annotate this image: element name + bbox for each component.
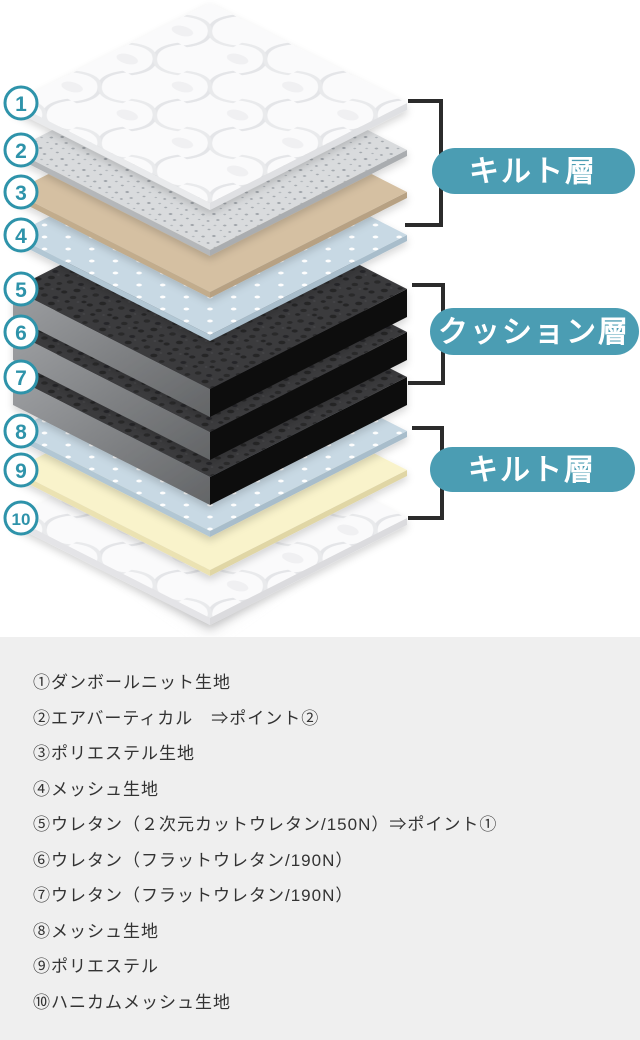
legend-item-10: ⑩ハニカムメッシュ生地 <box>33 992 231 1012</box>
layer-number-badges: 1 2 3 4 5 6 7 8 9 10 <box>3 85 39 536</box>
badge-3: 3 <box>15 182 27 205</box>
badge-10: 10 <box>12 510 31 529</box>
badge-8: 8 <box>15 421 27 444</box>
legend-item-4: ④メッシュ生地 <box>33 779 159 799</box>
group-label-quilt-top: キルト層 <box>432 148 635 194</box>
legend-item-5: ⑤ウレタン（２次元カットウレタン/150N）⇒ポイント① <box>33 815 498 835</box>
group-label-cushion-text: クッション層 <box>438 316 630 349</box>
badge-2: 2 <box>15 140 27 163</box>
badge-7: 7 <box>15 367 27 390</box>
badge-1: 1 <box>15 93 27 116</box>
legend-item-9: ⑨ポリエステル <box>33 957 159 977</box>
mattress-layers-diagram: キルト層 クッション層 キルト層 1 2 3 4 5 6 7 8 9 10 <box>3 3 639 632</box>
badge-6: 6 <box>15 322 27 345</box>
badge-5: 5 <box>15 279 27 302</box>
group-label-quilt-top-text: キルト層 <box>469 156 597 189</box>
badge-4: 4 <box>15 225 27 248</box>
group-label-quilt-bottom: キルト層 <box>430 447 635 492</box>
legend-panel: ①ダンボールニット生地 ②エアバーティカル ⇒ポイント② ③ポリエステル生地 ④… <box>0 637 640 1040</box>
layer-1-knit-quilt <box>12 3 408 210</box>
group-label-cushion: クッション層 <box>430 308 639 355</box>
legend-item-3: ③ポリエステル生地 <box>33 744 195 764</box>
legend-item-7: ⑦ウレタン（フラットウレタン/190N） <box>33 886 354 906</box>
legend-item-1: ①ダンボールニット生地 <box>33 673 231 693</box>
badge-9: 9 <box>15 460 27 483</box>
legend-item-6: ⑥ウレタン（フラットウレタン/190N） <box>33 850 354 870</box>
group-label-quilt-bottom-text: キルト層 <box>468 454 596 487</box>
legend-item-2: ②エアバーティカル ⇒ポイント② <box>33 708 320 728</box>
legend-item-8: ⑧メッシュ生地 <box>33 921 159 941</box>
